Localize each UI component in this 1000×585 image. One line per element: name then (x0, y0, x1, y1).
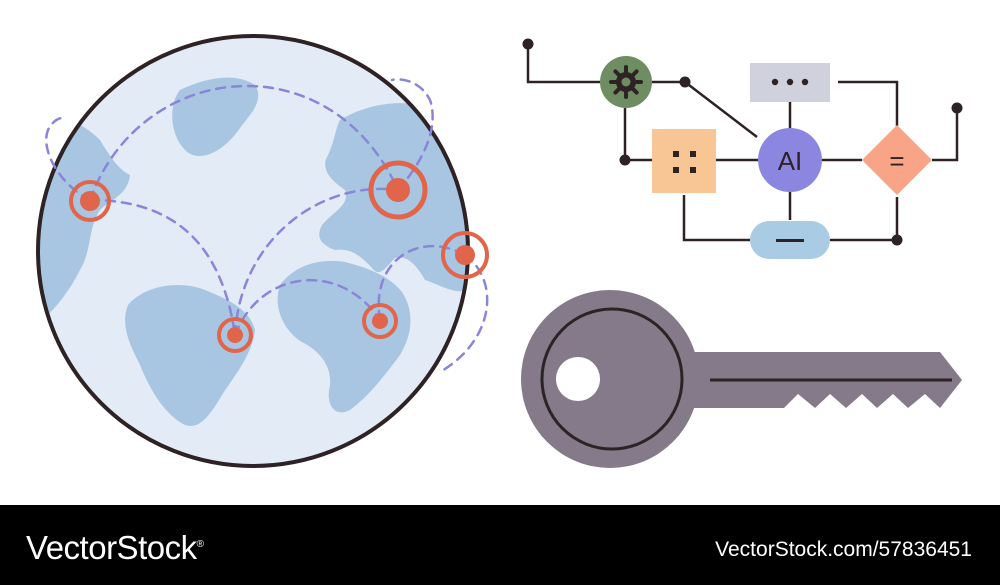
location-pin (441, 231, 489, 279)
equals-label: = (889, 146, 904, 176)
key-bow (521, 290, 699, 468)
continent-greenland (172, 77, 259, 157)
grid-icon (652, 129, 716, 193)
stock-id: VectorStock.com/57836451 (715, 538, 972, 561)
brand-logo: VectorStock® (26, 529, 204, 567)
key-hole (556, 357, 600, 401)
diamond-icon: = (862, 125, 932, 195)
key-bow-ring (540, 307, 684, 451)
connector-dots (522, 38, 963, 246)
gear-icon (600, 56, 652, 108)
globe-icon (36, 34, 489, 468)
route-line (88, 84, 400, 202)
location-pin (362, 303, 398, 339)
continent-africa (277, 260, 411, 413)
ai-flowchart: AI = (522, 38, 963, 259)
route-line (390, 78, 434, 192)
ai-node: AI (758, 128, 822, 192)
brand-name: VectorStock (26, 529, 197, 566)
route-line (438, 253, 489, 374)
ai-label: AI (778, 146, 803, 176)
location-pins (69, 160, 489, 353)
route-line (45, 116, 92, 202)
ellipsis-icon (750, 63, 830, 102)
route-line (233, 278, 382, 337)
continent-south-america (125, 285, 255, 426)
watermark-footer: VectorStock® VectorStock.com/57836451 (0, 505, 1000, 585)
route-line (88, 198, 237, 337)
routes (45, 78, 489, 374)
route-line (233, 187, 400, 337)
minus-icon (750, 221, 830, 259)
key-icon (521, 290, 962, 468)
location-pin (69, 180, 111, 222)
location-pin (217, 317, 253, 353)
illustration-canvas: AI = (36, 34, 963, 468)
route-line (377, 245, 467, 322)
location-pin (368, 160, 428, 220)
registered-mark: ® (196, 539, 204, 550)
